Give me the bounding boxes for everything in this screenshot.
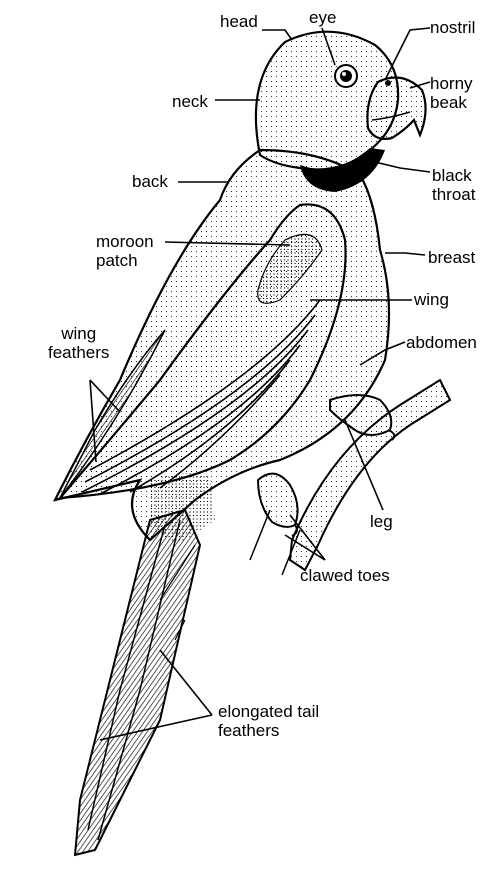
label-eye: eye (309, 8, 336, 27)
label-clawed-toes: clawed toes (300, 566, 390, 585)
label-back: back (132, 172, 168, 191)
tail-feathers (75, 510, 200, 855)
label-breast: breast (428, 248, 475, 267)
label-wing: wing (414, 290, 449, 309)
label-neck: neck (172, 92, 208, 111)
label-head: head (220, 12, 258, 31)
label-wing-feathers: wing feathers (48, 324, 109, 362)
nostril-mark (385, 80, 391, 86)
label-horny-beak: horny beak (430, 74, 473, 112)
label-nostril: nostril (430, 18, 475, 37)
label-elongated-tail-feathers: elongated tail feathers (218, 702, 319, 740)
label-black-throat: black throat (432, 166, 475, 204)
label-abdomen: abdomen (406, 333, 477, 352)
label-moroon-patch: moroon patch (96, 232, 154, 270)
label-leg: leg (370, 512, 393, 531)
